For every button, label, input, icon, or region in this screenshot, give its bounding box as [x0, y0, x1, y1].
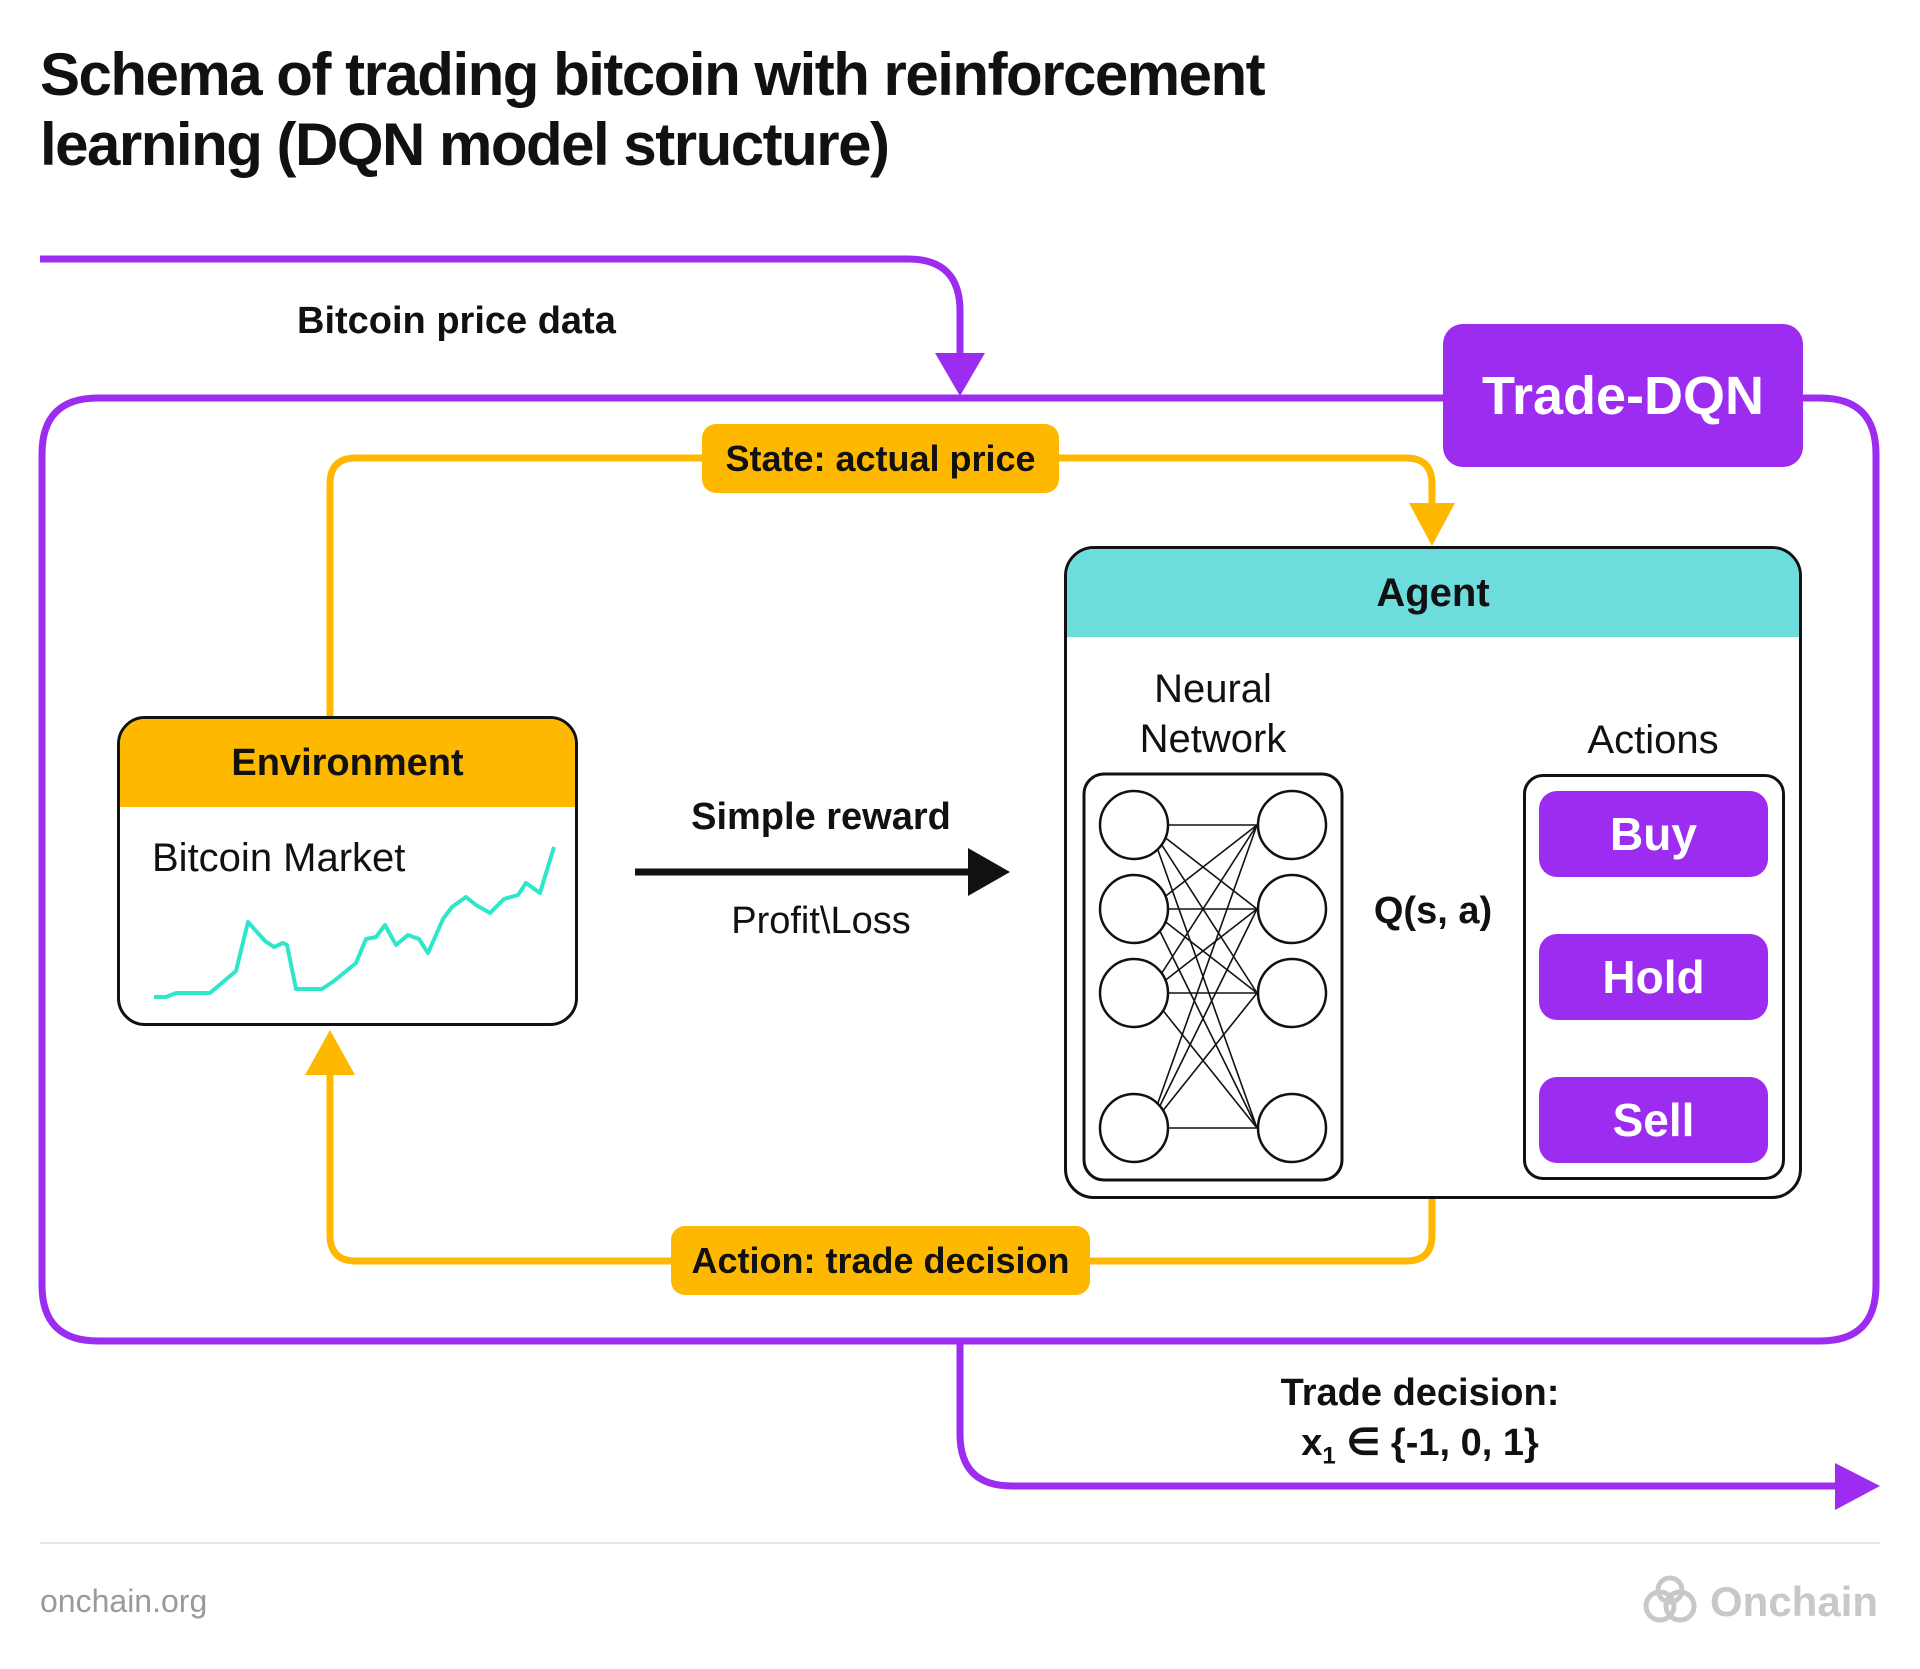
action-hold: Hold — [1539, 934, 1768, 1020]
output-var: x — [1301, 1422, 1323, 1464]
output-node — [1256, 1092, 1328, 1164]
reward-subtitle: Profit\Loss — [731, 900, 911, 942]
action-pill: Action: trade decision — [671, 1226, 1090, 1295]
input-arrow-head — [935, 353, 985, 396]
footer-divider — [40, 1542, 1880, 1544]
output-set: ∈ {-1, 0, 1} — [1335, 1422, 1539, 1464]
footer-site: onchain.org — [40, 1583, 208, 1619]
onchain-logo-icon — [1643, 1575, 1697, 1623]
output-node — [1256, 957, 1328, 1029]
output-var-subscript: 1 — [1322, 1442, 1336, 1470]
action-sell: Sell — [1539, 1077, 1768, 1163]
output-arrow-line — [956, 1341, 1840, 1490]
environment-subtitle: Bitcoin Market — [152, 836, 406, 880]
page-title: Schema of trading bitcoin with reinforce… — [40, 41, 1266, 178]
output-node — [1256, 873, 1328, 945]
input-node — [1098, 957, 1170, 1029]
output-line1: Trade decision: — [1280, 1372, 1560, 1414]
neural-network-edges — [1148, 824, 1258, 1129]
neural-network-graph — [1082, 772, 1344, 1182]
footer-brand: Onchain — [1710, 1578, 1879, 1625]
input-node — [1098, 873, 1170, 945]
trade-dqn-badge: Trade-DQN — [1443, 324, 1803, 467]
reward-title: Simple reward — [691, 796, 951, 838]
output-arrow-head — [1835, 1463, 1880, 1510]
neural-network-label: Neural Network — [1103, 664, 1323, 764]
environment-title: Environment — [120, 719, 575, 807]
environment-box: Environment Bitcoin Market — [117, 716, 578, 1026]
output-line2: x1 ∈ {-1, 0, 1} — [1220, 1418, 1620, 1482]
actions-label: Actions — [1587, 718, 1719, 762]
footer-brand-logo: Onchain — [1640, 1572, 1880, 1632]
q-label: Q(s, a) — [1373, 890, 1493, 932]
action-arrow-head — [305, 1030, 355, 1075]
neural-network-label-line2: Network — [1139, 717, 1287, 761]
output-node — [1256, 789, 1328, 861]
state-arrow-head — [1409, 503, 1455, 546]
price-sparkline — [154, 846, 556, 999]
input-node — [1098, 789, 1170, 861]
action-buy: Buy — [1539, 791, 1768, 877]
output-label: Trade decision: x1 ∈ {-1, 0, 1} — [1220, 1368, 1620, 1482]
input-arrow-line — [40, 255, 964, 355]
input-node — [1098, 1092, 1170, 1164]
input-label: Bitcoin price data — [297, 300, 616, 342]
reward-arrow-head — [968, 848, 1010, 896]
state-pill: State: actual price — [702, 424, 1059, 493]
neural-network-label-line1: Neural — [1154, 667, 1272, 711]
agent-title: Agent — [1067, 549, 1799, 637]
